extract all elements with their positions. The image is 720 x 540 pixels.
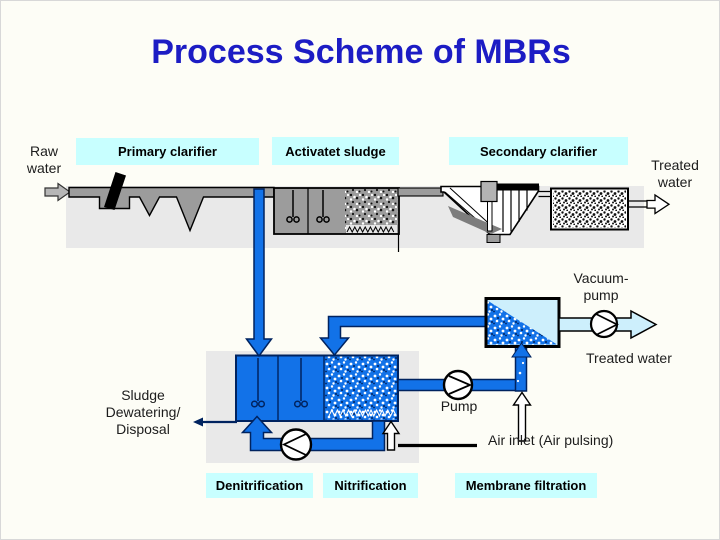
raw-water-arrow-icon	[44, 182, 72, 202]
stage-label-activated-sludge: Activatet sludge	[272, 137, 399, 165]
stage-label-primary-clarifier: Primary clarifier	[76, 138, 259, 165]
label-raw-water: Raw water	[26, 143, 62, 177]
label-pump: Pump	[440, 398, 478, 414]
stirrer-icon	[293, 358, 309, 408]
stirrer-icon	[316, 190, 330, 223]
clarifier-inlet-channel	[397, 187, 444, 197]
clarifier-drive-box	[480, 180, 498, 203]
air-arrow-tank-icon	[381, 420, 401, 451]
clarifier-outlet-pipe	[538, 190, 551, 198]
sludge-out-arrow-icon	[193, 417, 203, 427]
label-sludge-disposal: Sludge Dewatering/ Disposal	[105, 387, 181, 438]
mbr-plant-row	[193, 188, 658, 463]
stage-label-denitrification: Denitrification	[206, 473, 313, 498]
sand-filter-media	[553, 190, 626, 228]
mbr-feed-pipe	[245, 188, 273, 358]
treated-water-arrow-top-icon	[646, 193, 671, 215]
membrane-module	[484, 297, 561, 348]
recirculation-pipe	[240, 415, 386, 452]
riser-arrow-icon	[511, 342, 532, 358]
stirrer-icon	[250, 358, 266, 408]
membrane-speckles	[487, 300, 557, 345]
mbr-tank	[235, 354, 399, 422]
stage-label-nitrification: Nitrification	[323, 473, 418, 498]
bar-screen-icon	[104, 172, 126, 210]
air-arrow-membrane-icon	[512, 391, 532, 442]
mbr-diffuser-hatch	[328, 408, 397, 418]
primary-clarifier-channel	[68, 186, 275, 233]
retentate-return-pipe	[318, 315, 488, 357]
as-diffuser-hatch	[346, 225, 395, 234]
mbr-aeration-zone	[325, 356, 397, 420]
feed-pump-icon	[442, 369, 474, 401]
stage-label-membrane-filtration: Membrane filtration	[455, 473, 597, 498]
label-air-inlet: Air inlet (Air pulsing)	[488, 432, 614, 448]
clarifier-center-pipe	[487, 200, 493, 232]
secondary-clarifier-unit	[440, 180, 551, 243]
label-treated-water-mid: Treated water	[586, 350, 672, 366]
recirculation-pump-icon	[279, 428, 313, 461]
stirrer-icon	[286, 190, 300, 223]
sand-filter-unit	[550, 187, 629, 231]
vacuum-pump-icon	[589, 309, 619, 339]
clarifier-bridge	[497, 183, 539, 191]
clarifier-rake-arms	[502, 190, 528, 232]
activated-sludge-tank	[273, 187, 400, 252]
slide-title: Process Scheme of MBRs	[151, 33, 571, 71]
label-treated-water-top: Treated water	[651, 157, 699, 191]
filter-outlet-pipe	[628, 200, 647, 208]
label-vacuum-pump: Vacuum- pump	[573, 270, 629, 304]
conventional-plant-row	[44, 172, 671, 252]
clarifier-underflow-stub	[486, 234, 501, 243]
stage-label-secondary-clarifier: Secondary clarifier	[449, 137, 628, 165]
